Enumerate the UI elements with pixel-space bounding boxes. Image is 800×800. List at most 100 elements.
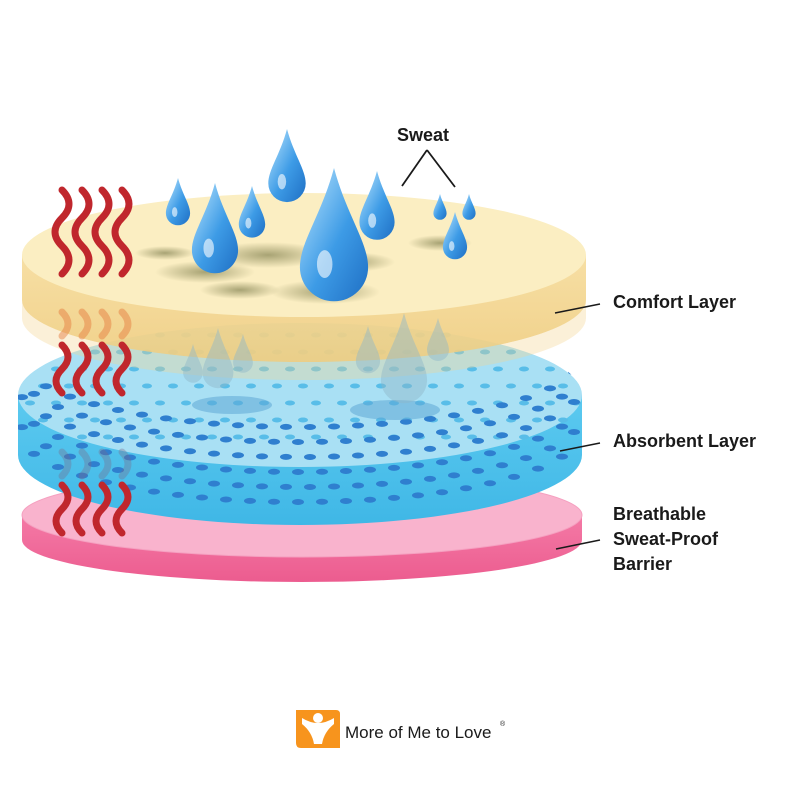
absorbent-dot	[388, 494, 400, 501]
absorbent-dot	[467, 400, 477, 406]
absorbent-dot	[124, 454, 136, 461]
absorbent-dot	[556, 393, 568, 400]
absorbent-dot	[350, 383, 360, 389]
heat-waves-icon	[51, 186, 133, 537]
absorbent-dot	[64, 383, 74, 389]
barrier-label-line1: Breathable	[613, 504, 706, 524]
absorbent-dot	[208, 480, 220, 487]
absorbent-dot	[496, 432, 508, 439]
absorbent-dot	[496, 402, 508, 409]
absorbent-dot	[28, 420, 40, 427]
absorbent-dot	[376, 383, 386, 389]
absorbent-dot	[324, 417, 334, 423]
absorbent-dot	[136, 411, 148, 418]
absorbent-dot	[256, 423, 268, 430]
absorbent-dot	[556, 423, 568, 430]
heat-waves-faded-2	[58, 448, 132, 480]
absorbent-dot	[18, 424, 28, 431]
absorbent-dot	[472, 437, 484, 444]
absorbent-dot	[246, 417, 256, 423]
absorbent-dot	[136, 471, 148, 478]
absorbent-dot	[454, 417, 464, 423]
absorbent-dot	[402, 383, 412, 389]
absorbent-dot	[412, 492, 424, 499]
absorbent-dot	[100, 419, 112, 426]
absorbent-dot	[352, 482, 364, 489]
absorbent-dot	[184, 478, 196, 485]
absorbent-dot	[196, 464, 208, 471]
absorbent-dot	[376, 450, 388, 457]
absorbent-dot	[436, 459, 448, 466]
absorbent-dot	[28, 450, 40, 457]
heat-waves-faded	[58, 308, 132, 340]
absorbent-dot	[519, 366, 529, 372]
absorbent-dot	[311, 434, 321, 440]
absorbent-dot	[116, 417, 126, 423]
absorbent-dot	[244, 467, 256, 474]
absorbent-dot	[129, 434, 139, 440]
absorbent-dot	[544, 385, 556, 392]
absorbent-dot	[568, 429, 580, 436]
absorbent-dot	[181, 400, 191, 406]
absorbent-dot	[480, 383, 490, 389]
heat-waves-bottom	[52, 481, 132, 537]
absorbent-dot	[268, 438, 280, 445]
absorbent-dot	[18, 394, 28, 401]
absorbent-dot	[545, 366, 555, 372]
heat-waves-top	[51, 186, 133, 278]
absorbent-dot	[155, 434, 165, 440]
heat-waves-middle	[52, 341, 132, 397]
comfort-layer-label: Comfort Layer	[613, 292, 736, 312]
absorbent-dot	[364, 496, 376, 503]
absorbent-dot	[311, 400, 321, 406]
absorbent-dot	[508, 413, 520, 420]
absorbent-dot	[76, 412, 88, 419]
sweat-label: Sweat	[397, 125, 449, 145]
absorbent-dot	[52, 433, 64, 440]
absorbent-dot	[18, 364, 28, 371]
absorbent-dot	[40, 413, 52, 420]
water-drop-icon	[268, 129, 306, 203]
absorbent-dot	[316, 468, 328, 475]
absorbent-dot	[519, 400, 529, 406]
absorbent-dot	[441, 434, 451, 440]
absorbent-dot	[364, 466, 376, 473]
absorbent-dot	[233, 366, 243, 372]
absorbent-dot	[160, 445, 172, 452]
orange-square-person-heart-icon	[296, 710, 340, 748]
absorbent-dot	[424, 445, 436, 452]
brand-registered-mark: ®	[500, 720, 506, 728]
absorbent-dot	[232, 422, 244, 429]
absorbent-dot	[160, 415, 172, 422]
absorbent-dot	[196, 494, 208, 501]
absorbent-dot	[298, 417, 308, 423]
absorbent-dot	[100, 449, 112, 456]
absorbent-dot	[519, 434, 529, 440]
absorbent-dot	[268, 468, 280, 475]
absorbent-dot	[304, 453, 316, 460]
absorbent-dot	[112, 466, 124, 473]
absorbent-dot	[558, 383, 568, 389]
absorbent-dot	[172, 461, 184, 468]
absorbent-dot	[376, 480, 388, 487]
absorbent-dot	[103, 434, 113, 440]
absorbent-dot	[532, 417, 542, 423]
absorbent-dot	[184, 448, 196, 455]
absorbent-dot	[340, 438, 352, 445]
absorbent-dot	[472, 407, 484, 414]
absorbent-dot	[64, 393, 76, 400]
absorbent-dot	[484, 450, 496, 457]
absorbent-dot	[448, 412, 460, 419]
absorbent-dot	[148, 428, 160, 435]
absorbent-dot	[467, 434, 477, 440]
absorbent-dot	[196, 434, 208, 441]
absorbent-dot	[64, 423, 76, 430]
absorbent-dot	[324, 383, 334, 389]
absorbent-dot	[506, 383, 516, 389]
absorbent-dot	[558, 417, 568, 423]
absorbent-dot	[155, 366, 165, 372]
absorbent-dot	[568, 399, 580, 406]
absorbent-dot	[244, 437, 256, 444]
absorbent-dot	[460, 425, 472, 432]
water-drop-icon	[165, 178, 191, 226]
